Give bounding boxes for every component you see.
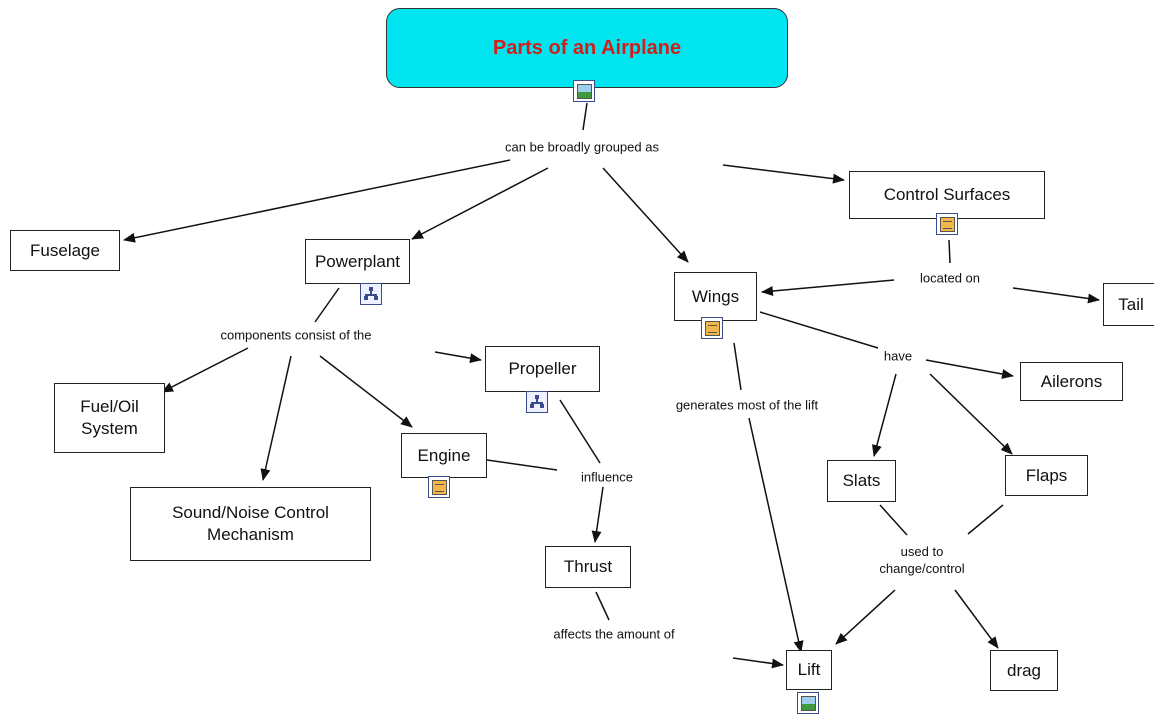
link-components-consist-of-the[interactable]: components consist of the [218, 326, 374, 344]
link-generates-most-of-the-lift[interactable]: generates most of the lift [673, 396, 821, 414]
concept-map-icon[interactable] [526, 391, 548, 413]
concept-drag[interactable]: drag [990, 650, 1058, 691]
concept-sound-noise-control[interactable]: Sound/Noise Control Mechanism [130, 487, 371, 561]
document-icon[interactable] [701, 317, 723, 339]
link-located-on[interactable]: located on [918, 269, 982, 287]
link-have[interactable]: have [881, 347, 915, 365]
concept-lift[interactable]: Lift [786, 650, 832, 690]
link-affects-the-amount-of[interactable]: affects the amount of [551, 625, 677, 643]
concept-engine[interactable]: Engine [401, 433, 487, 478]
link-used-to-change-control[interactable]: used to change/control [877, 543, 967, 577]
concept-flaps[interactable]: Flaps [1005, 455, 1088, 496]
concept-thrust[interactable]: Thrust [545, 546, 631, 588]
concept-propeller[interactable]: Propeller [485, 346, 600, 392]
link-can-be-broadly-grouped-as[interactable]: can be broadly grouped as [503, 138, 661, 156]
image-icon[interactable] [573, 80, 595, 102]
concept-tail[interactable]: Tail [1103, 283, 1154, 326]
concept-control-surfaces[interactable]: Control Surfaces [849, 171, 1045, 219]
link-influence[interactable]: influence [578, 468, 636, 486]
concept-powerplant[interactable]: Powerplant [305, 239, 410, 284]
concept-ailerons[interactable]: Ailerons [1020, 362, 1123, 401]
concept-map-icon[interactable] [360, 283, 382, 305]
concept-slats[interactable]: Slats [827, 460, 896, 502]
image-icon[interactable] [797, 692, 819, 714]
document-icon[interactable] [936, 213, 958, 235]
concept-fuel-oil-system[interactable]: Fuel/Oil System [54, 383, 165, 453]
concept-fuselage[interactable]: Fuselage [10, 230, 120, 271]
title-node[interactable]: Parts of an Airplane [386, 8, 788, 88]
concept-wings[interactable]: Wings [674, 272, 757, 321]
document-icon[interactable] [428, 476, 450, 498]
